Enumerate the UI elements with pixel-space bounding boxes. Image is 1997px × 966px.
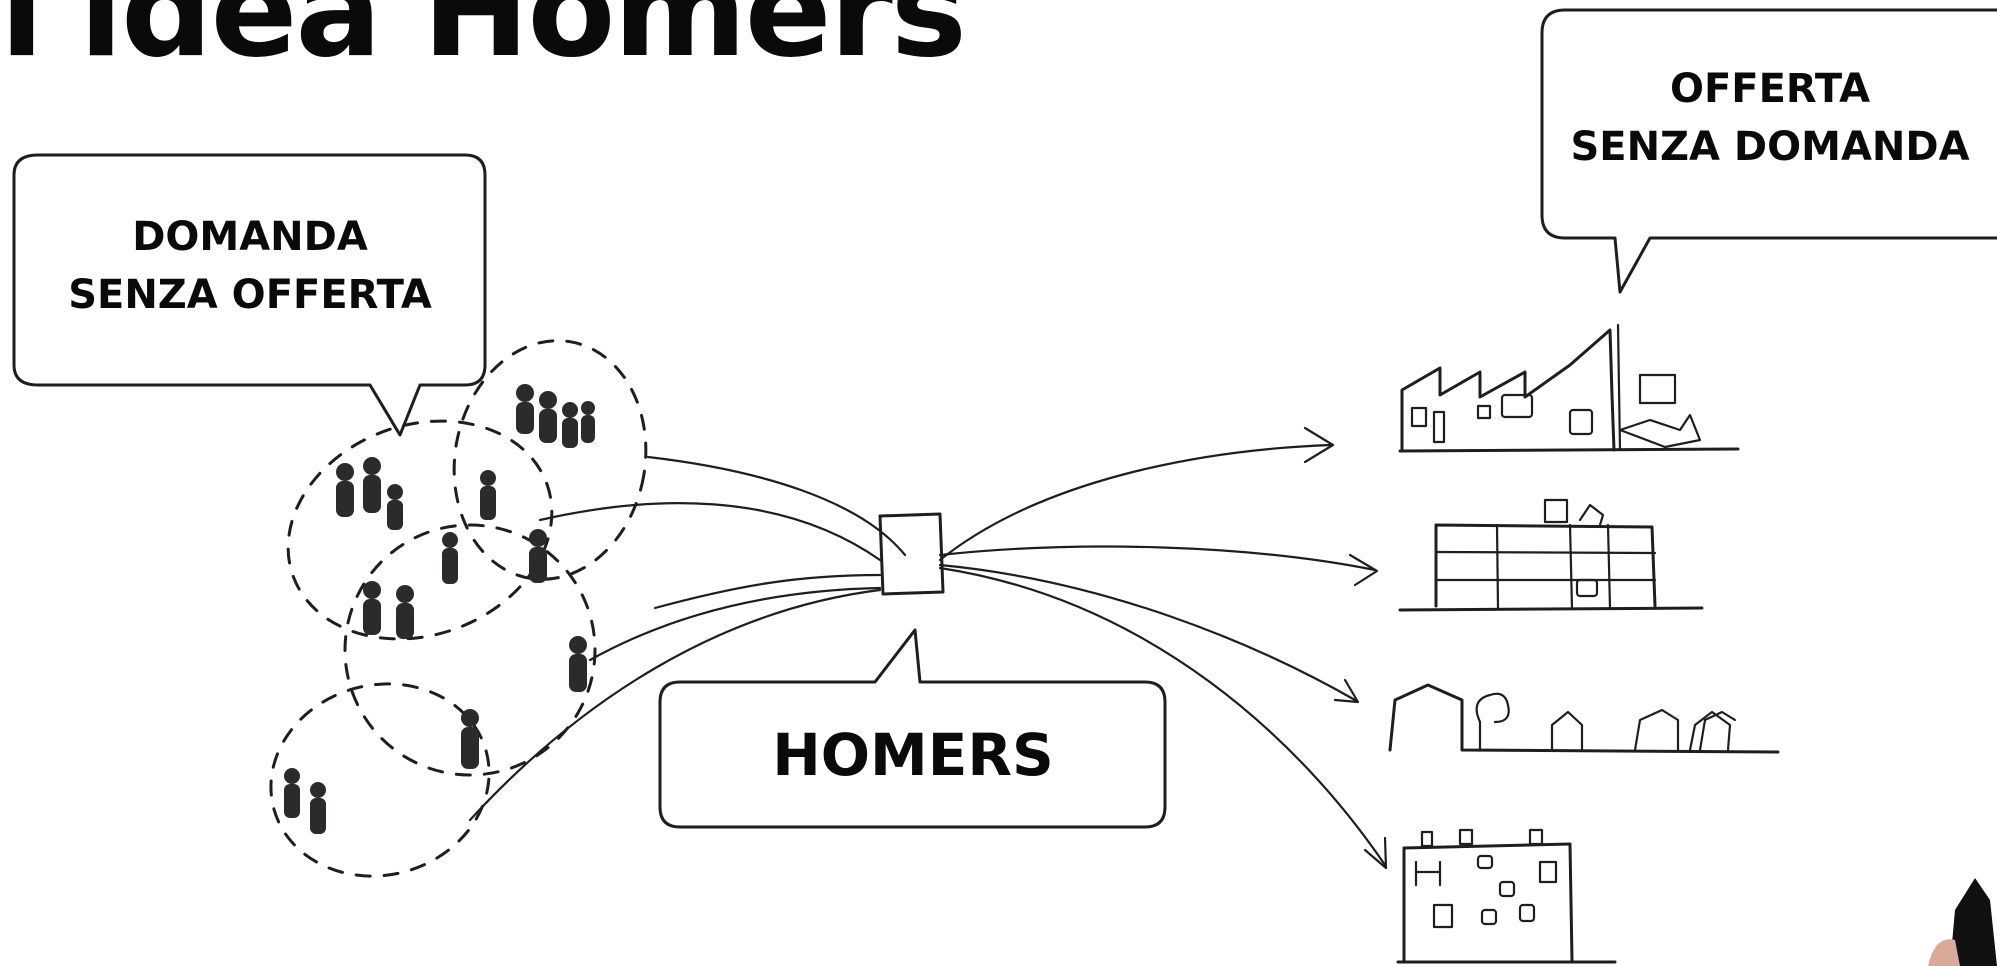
shelf-building-icon	[1400, 500, 1702, 610]
left-bubble-line1: DOMANDA	[132, 214, 368, 260]
outgoing-arrows	[940, 428, 1386, 868]
left-speech-bubble: DOMANDA SENZA OFFERTA	[14, 155, 485, 435]
factory-building-icon	[1400, 325, 1738, 451]
apartment-block-icon	[1398, 830, 1615, 962]
homers-hub-box-icon	[880, 514, 943, 594]
left-bubble-line2: SENZA OFFERTA	[68, 272, 432, 318]
right-bubble-line1: OFFERTA	[1670, 66, 1870, 112]
marker-pen-icon	[1928, 878, 1997, 966]
right-bubble-line2: SENZA DOMANDA	[1570, 124, 1969, 170]
right-speech-bubble: OFFERTA SENZA DOMANDA	[1542, 10, 1997, 292]
people-group-icon	[284, 384, 595, 834]
homers-label: HOMERS	[772, 721, 1054, 789]
center-speech-bubble: HOMERS	[660, 630, 1165, 827]
houses-row-icon	[1390, 685, 1778, 752]
